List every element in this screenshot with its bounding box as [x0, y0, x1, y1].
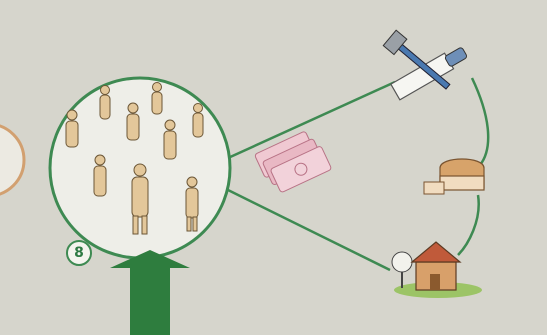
line-to-house [228, 190, 390, 270]
money-stack-icon [254, 128, 331, 197]
bread-icon [424, 159, 484, 194]
previous-group-circle [0, 124, 24, 196]
population-count-badge: 8 [66, 240, 92, 266]
line-tools-bread [472, 78, 488, 165]
house-icon [392, 242, 482, 298]
tools-icon [383, 30, 469, 100]
up-arrow-icon [110, 250, 190, 335]
line-bread-house [458, 195, 479, 255]
